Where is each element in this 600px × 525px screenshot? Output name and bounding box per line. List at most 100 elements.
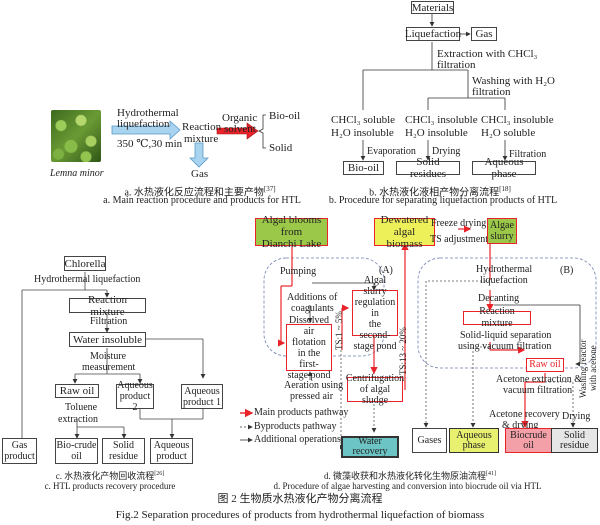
moisture-line2: measurement: [82, 362, 136, 373]
ts-5-label: TS:1 ~ 5%: [334, 311, 344, 350]
materials-box: Materials: [411, 1, 454, 14]
panel-d-caption-cn: d. 微藻收获和水热液化转化生物原油流程[41]: [323, 471, 496, 481]
filtration-label: Filtration: [90, 316, 128, 327]
liquefaction-box: Liquefaction: [404, 27, 462, 41]
chlorella-box: Chlorella: [64, 256, 106, 271]
op-drying: Drying: [432, 146, 461, 157]
pumping-label: Pumping: [280, 266, 317, 277]
step-htl-line2: liquefaction: [117, 118, 170, 130]
figure-title-cn: 图 2 生物质水热液化产物分离流程: [217, 493, 383, 505]
col2-line2: H₂O insoluble: [405, 127, 468, 139]
col3-line1: CHCl₃ insoluble: [481, 114, 554, 126]
acetone-extraction-line1: Acetone extraction &: [496, 374, 583, 385]
gas-label: Gas: [191, 168, 209, 180]
red-arrow-solvent: [216, 122, 259, 140]
washing-line2: filtration: [472, 86, 511, 98]
col1-line2: H₂O insoluble: [331, 127, 394, 139]
legend-main-label: Main products pathway: [254, 407, 349, 418]
region-a-label: (A): [379, 265, 393, 276]
coagulants-line2: coagulants: [291, 303, 334, 314]
washing-line1: Washing with H₂O: [472, 75, 555, 87]
panel-c-caption-cn: c. 水热液化产物回收流程[26]: [55, 471, 165, 481]
htl-label: Hydrothermal liquefaction: [34, 274, 141, 285]
solid-label: Solid: [269, 142, 293, 154]
region-b-border: [417, 257, 597, 369]
reaction-mixture-b-box: Reaction mixture: [463, 306, 531, 329]
gases-box: Gases: [412, 428, 447, 453]
coagulants-line1: Additions of: [287, 292, 338, 303]
lemna-minor-photo: [51, 110, 101, 162]
solvent-line1: Organic: [222, 112, 258, 124]
reaction-mixture-line1: Reaction: [182, 121, 222, 133]
step-htl-condition: 350 ℃,30 min: [117, 138, 183, 150]
col2-line1: CHCl₃ insoluble: [405, 114, 478, 126]
panel-b-caption-cn: b. 水热液化液相产物分离流程[18]: [369, 185, 511, 199]
legend-markers: [240, 408, 254, 443]
panel-d-main-path: [278, 225, 546, 429]
blue-arrow-htl: [111, 120, 181, 140]
solvent-line2: solvent: [224, 123, 256, 135]
moisture-line1: Moisture: [90, 351, 127, 362]
gas-box: Gas: [471, 27, 497, 41]
panel-d-additional-ops: [307, 282, 581, 380]
figure-title-en: Fig.2 Separation procedures of products …: [115, 509, 485, 521]
separation-line1: Solid-liquid separation: [460, 330, 552, 341]
acetone-recovery-line2: & drying: [502, 420, 539, 431]
step-htl-line1: Hydrothermal: [117, 107, 179, 119]
photo-label: Lemna minor: [50, 168, 104, 179]
col3-line2: H₂O soluble: [481, 127, 536, 139]
htl-b-line1: Hydrothermal: [476, 264, 533, 275]
aeration-line1: Aeration using: [284, 380, 344, 391]
solid-residues-box: Solid residues: [396, 156, 460, 180]
acetone-extraction-line2: vacuum filtration: [503, 385, 573, 396]
water-insoluble-box: Water insoluble: [69, 332, 146, 347]
freeze-drying-label: Freeze drying: [431, 218, 487, 229]
extraction-line1: Extraction with CHCl₃: [437, 48, 538, 60]
panel-a-arrows: [111, 114, 266, 168]
separation-line2: using vacuum filtration: [458, 341, 552, 352]
blue-arrow-gas: [189, 142, 209, 168]
panel-b-lines: [360, 14, 508, 161]
decanting-label: Decanting: [478, 293, 520, 304]
aeration-line2: pressed air: [290, 391, 334, 402]
panel-d-byproduct-path: [340, 280, 576, 450]
toluene-line2: extraction: [58, 414, 98, 425]
reaction-mixture-box: Reaction mixture: [69, 294, 146, 318]
op-filtration: Filtration: [509, 149, 547, 160]
panel-b-caption-en: b. Procedure for separating liquefaction…: [328, 195, 558, 206]
panel-d-caption-en: d. Procedure of algae harvesting and con…: [273, 481, 542, 491]
panel-c-caption-en: c. HTL products recovery procedure: [44, 481, 176, 491]
panel-a-caption-en: a. Main reaction procedure and products …: [103, 195, 301, 206]
panel-c-lines: [19, 272, 206, 451]
col1-line1: CHCl₃ soluble: [331, 114, 396, 126]
brace: [258, 114, 266, 149]
raw-oil-box: Raw oil: [55, 384, 99, 398]
op-evaporation: Evaporation: [367, 146, 416, 157]
htl-b-line2: liquefaction: [480, 275, 528, 286]
ts-20-label: TS:13 ~ 20%: [398, 327, 408, 375]
toluene-line1: Toluene: [65, 402, 98, 413]
panel-a-caption-cn: a. 水热液化反应流程和主要产物[37]: [124, 185, 276, 199]
drying-label: Drying: [562, 411, 591, 422]
acetone-recovery-line1: Acetone recovery: [489, 409, 560, 420]
bio-oil-label: Bio-oil: [269, 110, 301, 122]
ts-adjustment-label: TS adjustment: [430, 234, 489, 245]
extraction-line2: filtration: [437, 59, 476, 71]
washing-reactor-line2: with acetone: [588, 345, 598, 391]
